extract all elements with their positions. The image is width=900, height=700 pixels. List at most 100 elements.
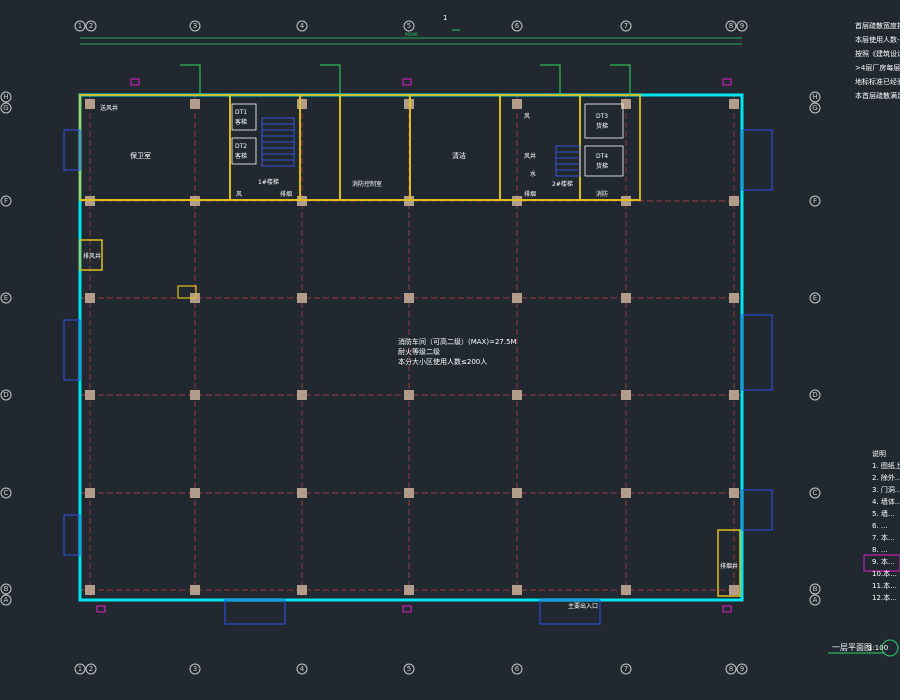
structural-column	[85, 390, 95, 400]
svg-text:G: G	[812, 104, 817, 112]
top-center-mark: 1	[443, 14, 447, 22]
svg-text:D: D	[3, 391, 8, 399]
svg-text:按照《建筑设计防...: 按照《建筑设计防...	[855, 49, 900, 58]
structural-column	[190, 488, 200, 498]
svg-text:F: F	[813, 197, 817, 205]
shaft-d-label: 水	[530, 170, 536, 178]
stair-1: 1#楼梯	[258, 117, 295, 186]
svg-text:DT4: DT4	[596, 153, 608, 160]
structural-column	[404, 99, 414, 109]
svg-text:H: H	[3, 93, 8, 101]
svg-text:B: B	[813, 585, 818, 593]
svg-text:9. 本...: 9. 本...	[872, 557, 895, 566]
notes-right-top: 首层疏散宽度按... 本层使用人数-20... 按照《建筑设计防... >4层厂…	[855, 21, 900, 100]
svg-text:DT2: DT2	[235, 143, 247, 150]
center-note: 消防车间（可高二级）(MAX)=27.5M 耐火等级二级 本分大小区使用人数≤2…	[398, 337, 517, 366]
svg-text:D: D	[812, 391, 817, 399]
structural-column	[404, 293, 414, 303]
svg-text:货梯: 货梯	[596, 122, 608, 130]
shaft-f-label: 消防	[596, 190, 608, 198]
svg-text:8: 8	[729, 22, 733, 30]
svg-text:1: 1	[78, 22, 82, 30]
elevator-dt3: DT3 货梯	[584, 103, 624, 139]
svg-text:排烟井: 排烟井	[720, 562, 738, 570]
structural-column	[190, 390, 200, 400]
svg-text:2: 2	[89, 665, 93, 673]
svg-text:7: 7	[624, 22, 628, 30]
doors	[63, 64, 773, 625]
svg-text:F: F	[4, 197, 8, 205]
structural-column	[512, 293, 522, 303]
shaft-a-label: 风	[236, 191, 242, 198]
svg-text:6. ...: 6. ...	[872, 522, 888, 530]
structural-column	[404, 488, 414, 498]
svg-text:11.本...: 11.本...	[872, 581, 897, 590]
svg-text:C: C	[4, 489, 9, 497]
svg-text:A: A	[813, 596, 818, 604]
structural-column	[190, 99, 200, 109]
structural-column	[512, 390, 522, 400]
svg-text:1#楼梯: 1#楼梯	[258, 178, 279, 186]
shaft-b-label: 排烟	[280, 190, 292, 198]
exhaust-room-bottom-right: 排烟井	[717, 529, 741, 597]
exhaust-room-left: 排风井	[79, 239, 103, 271]
svg-text:7. 本...: 7. 本...	[872, 533, 895, 542]
structural-column	[297, 390, 307, 400]
svg-text:1:100: 1:100	[868, 644, 888, 652]
svg-text:本分大小区使用人数≤200人: 本分大小区使用人数≤200人	[398, 357, 487, 366]
svg-text:A: A	[4, 596, 9, 604]
structural-column	[512, 99, 522, 109]
svg-text:E: E	[4, 294, 8, 302]
svg-text:4: 4	[300, 665, 305, 673]
shaft-c-label: 风	[524, 113, 530, 120]
svg-text:10.本...: 10.本...	[872, 569, 897, 578]
svg-text:5: 5	[407, 22, 411, 30]
columns	[85, 99, 739, 595]
structural-column	[297, 488, 307, 498]
clean-room-label: 清洁	[452, 151, 466, 160]
svg-text:客梯: 客梯	[235, 152, 247, 160]
stair-2: 2#楼梯	[552, 145, 581, 188]
drawing-title: 一层平面图 1:100	[828, 639, 899, 657]
svg-text:B: B	[4, 585, 9, 593]
fire-control-label: 消防控制室	[352, 180, 382, 188]
svg-text:首层疏散宽度按...: 首层疏散宽度按...	[855, 21, 900, 30]
elevator-dt4: DT4 货梯	[584, 145, 624, 177]
structural-column	[729, 390, 739, 400]
equipment-box	[177, 285, 197, 299]
structural-column	[404, 585, 414, 595]
svg-text:货梯: 货梯	[596, 162, 608, 170]
svg-text:地标标准已经验...: 地标标准已经验...	[855, 77, 900, 86]
north-arrow-icon	[881, 639, 899, 657]
svg-text:5: 5	[407, 665, 411, 673]
svg-text:2#楼梯: 2#楼梯	[552, 180, 573, 188]
svg-text:1. 图纸上...: 1. 图纸上...	[872, 461, 900, 470]
structural-column	[729, 488, 739, 498]
top-dimension-lines: 90000	[80, 32, 742, 45]
guard-room-label: 保卫室	[130, 151, 151, 160]
svg-text:6: 6	[515, 665, 520, 673]
shaft-e-label: 排烟	[524, 190, 536, 198]
structural-column	[512, 585, 522, 595]
svg-text:4: 4	[300, 22, 305, 30]
axis-bubbles-bottom: 1 2 3 4 5 6 7 8 9	[74, 663, 748, 675]
structural-column	[85, 293, 95, 303]
svg-text:H: H	[812, 93, 817, 101]
svg-text:耐火等级二级: 耐火等级二级	[398, 347, 440, 356]
svg-text:12.本...: 12.本...	[872, 593, 897, 602]
structural-column	[729, 196, 739, 206]
svg-text:4. 墙体...: 4. 墙体...	[872, 497, 900, 506]
structural-column	[190, 585, 200, 595]
structural-column	[621, 390, 631, 400]
svg-text:7: 7	[624, 665, 628, 673]
svg-text:9: 9	[740, 22, 744, 30]
svg-text:消防车间（可高二级）(MAX)=27.5M: 消防车间（可高二级）(MAX)=27.5M	[398, 337, 517, 346]
svg-text:9: 9	[740, 665, 744, 673]
structural-column	[297, 293, 307, 303]
structural-column	[85, 99, 95, 109]
svg-text:DT1: DT1	[235, 109, 247, 116]
svg-text:3: 3	[193, 22, 197, 30]
svg-text:6: 6	[515, 22, 520, 30]
svg-text:客梯: 客梯	[235, 118, 247, 126]
